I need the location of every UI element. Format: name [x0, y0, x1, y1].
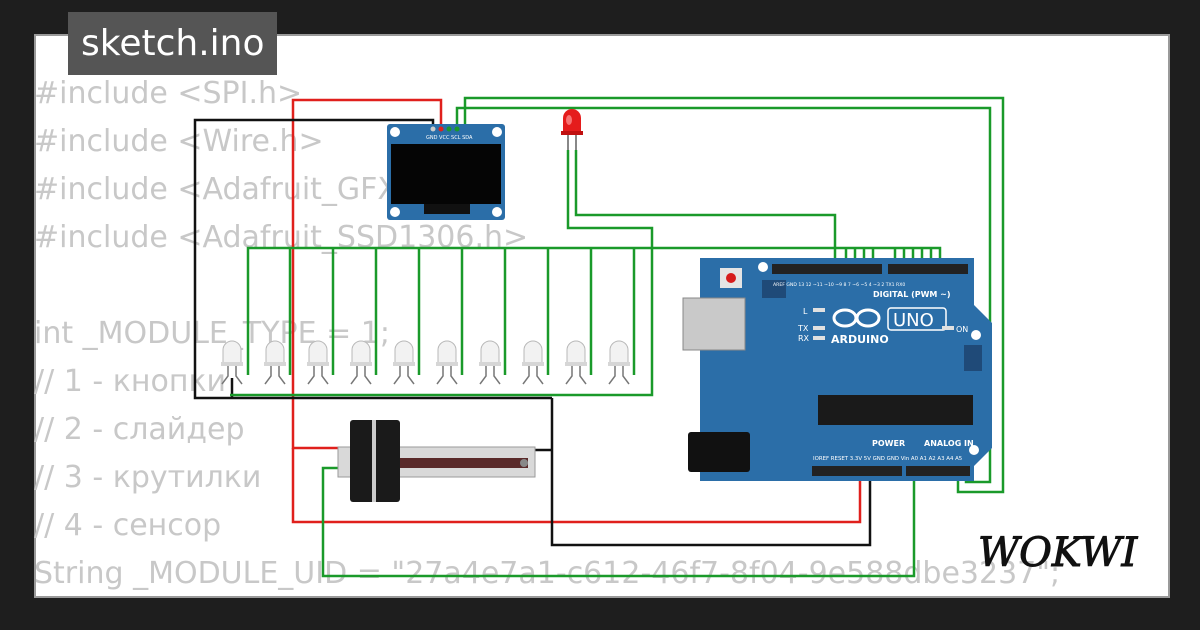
- atmega-chip: [818, 395, 973, 425]
- wire-black: [550, 398, 872, 547]
- code-line: String _MODULE_UID = "27a4e7a1-c612-46f7…: [34, 556, 1061, 591]
- wire-green: [463, 96, 1005, 494]
- arduino-led-rx: RX: [798, 334, 810, 343]
- sketch-title[interactable]: sketch.ino: [68, 12, 278, 75]
- arduino-led-l: L: [803, 307, 808, 316]
- white-led[interactable]: [307, 340, 329, 385]
- white-led[interactable]: [393, 340, 415, 385]
- white-led[interactable]: [608, 340, 630, 385]
- wire-black: [193, 118, 552, 400]
- arduino-logo-icon: [832, 308, 881, 328]
- white-led[interactable]: [350, 340, 372, 385]
- white-led[interactable]: [436, 340, 458, 385]
- code-line: #include <SPI.h>: [34, 76, 303, 111]
- slide-potentiometer[interactable]: [337, 420, 536, 502]
- wire-green: [321, 466, 916, 578]
- red-led[interactable]: [561, 109, 583, 150]
- code-line: // 1 - кнопки: [34, 364, 227, 399]
- power-jack: [688, 432, 750, 472]
- arduino-power-label: POWER: [872, 439, 905, 448]
- reset-button[interactable]: [726, 273, 736, 283]
- code-line: // 3 - крутилки: [34, 460, 262, 495]
- arduino-top-pins: AREF GND 13 12 ~11 ~10 ~9 8 7 ~6 ~5 4 ~3…: [773, 282, 905, 288]
- usb-connector: [682, 297, 746, 351]
- arduino-led-tx: TX: [797, 324, 809, 333]
- white-led[interactable]: [264, 340, 286, 385]
- wire-green: [230, 150, 654, 397]
- wokwi-logo-text: WOKWI: [978, 530, 1138, 576]
- white-led[interactable]: [479, 340, 501, 385]
- white-led[interactable]: [565, 340, 587, 385]
- wire-green: [574, 150, 837, 264]
- oled-pin-labels: GND VCC SCL SDA: [426, 135, 473, 141]
- wire-red: [291, 98, 443, 450]
- wire-green: [246, 246, 942, 375]
- led-row: [221, 340, 630, 385]
- code-line: // 2 - слайдер: [34, 412, 245, 447]
- arduino-model: UNO: [893, 310, 934, 331]
- arduino-brand: ARDUINO: [831, 333, 889, 346]
- arduino-bottom-pins: IOREF RESET 3.3V 5V GND GND Vin A0 A1 A2…: [813, 456, 962, 462]
- code-line: #include <Wire.h>: [34, 124, 324, 159]
- arduino-digital-label: DIGITAL (PWM ~): [873, 290, 951, 299]
- wire-red: [291, 448, 862, 524]
- arduino-led-on: ON: [956, 325, 968, 334]
- white-led[interactable]: [221, 340, 243, 385]
- code-line: // 4 - сенсор: [34, 508, 222, 543]
- white-led[interactable]: [522, 340, 544, 385]
- wokwi-logo: WOKWI: [978, 530, 1139, 577]
- oled-display[interactable]: GND VCC SCL SDA: [387, 124, 505, 220]
- wires: [193, 96, 1005, 578]
- arduino-uno: DIGITAL (PWM ~) UNO ARDUINO L TX RX ON P…: [682, 258, 992, 481]
- arduino-analog-label: ANALOG IN: [924, 439, 974, 448]
